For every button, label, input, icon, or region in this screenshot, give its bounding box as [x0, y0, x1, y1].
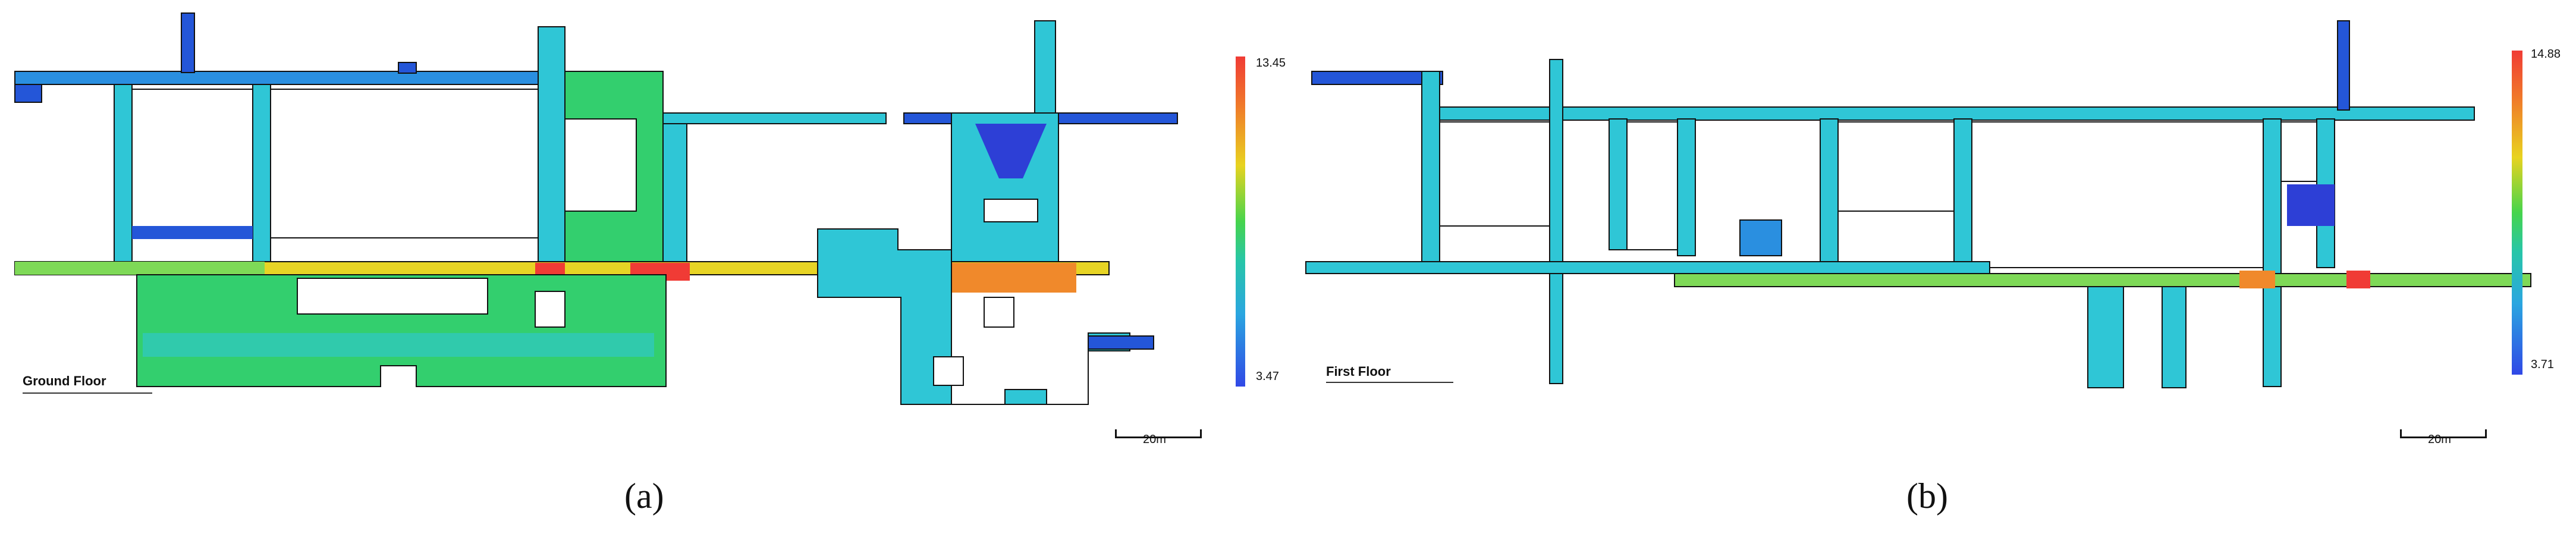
link-2: [1549, 59, 1563, 384]
link-mid: [252, 84, 271, 269]
link-7: [2263, 118, 2282, 387]
lower-leg-1: [2087, 286, 2124, 388]
hall-right-void: [984, 199, 1038, 222]
link-3: [1609, 118, 1628, 250]
tower: [2337, 20, 2350, 111]
blue-zone: [2287, 184, 2335, 226]
lower-void-1: [297, 278, 488, 315]
upper-stub: [1311, 71, 1443, 85]
first-floor-heatmap: [1305, 20, 2531, 388]
room-b3: [1837, 121, 1955, 212]
floor-label-underline: [1326, 382, 1453, 383]
east-stub: [1088, 335, 1154, 350]
legend-max: 13.45: [1256, 56, 1286, 70]
blue-kiosk: [1739, 219, 1782, 256]
main-band-east: [1674, 273, 2531, 287]
hall-right-cone: [975, 124, 1047, 178]
scale-bar: [2400, 429, 2487, 438]
ground-floor-heatmap: [14, 12, 1178, 405]
panel-ground-floor: Ground Floor 13.45 3.47 20m (a): [0, 0, 1288, 516]
room-b2: [1626, 121, 1678, 250]
floor-label: First Floor: [1326, 364, 1391, 379]
link-4: [1677, 118, 1696, 256]
branch-stem: [662, 123, 687, 267]
legend-max: 14.88: [2531, 48, 2561, 61]
void-central: [564, 118, 637, 212]
link-1: [1421, 71, 1440, 268]
link-6: [1953, 118, 1972, 268]
upper-shaft: [181, 12, 195, 73]
room-b1: [1439, 121, 1550, 227]
scale-bar: [1115, 429, 1202, 438]
panel-first-floor: First Floor 14.88 3.71 20m (b): [1288, 0, 2576, 516]
upper-corridor: [1421, 106, 2475, 121]
legend-min: 3.47: [1256, 370, 1279, 383]
room-a2: [270, 89, 539, 238]
legend-min: 3.71: [2531, 358, 2554, 371]
lower-band-cyan: [143, 333, 654, 357]
scale-label: 20m: [2428, 433, 2451, 446]
hotspot-1: [2239, 271, 2275, 288]
panel-caption: (b): [1906, 476, 1948, 516]
legend-bar: [2512, 51, 2522, 375]
tower: [1034, 20, 1056, 117]
east-concourse: [817, 228, 1130, 405]
link-shaft: [538, 26, 566, 271]
room-a1-edge: [132, 226, 253, 239]
link-5: [1820, 118, 1839, 268]
floor-label: Ground Floor: [23, 373, 106, 388]
room-b4: [1971, 121, 2264, 268]
hotspot-1: [535, 263, 565, 275]
lower-concourse: [136, 274, 667, 387]
main-band-west: [1305, 261, 1990, 274]
scale-label: 20m: [1143, 433, 1166, 446]
hotspot-2: [2346, 271, 2370, 288]
main-band-west: [15, 262, 265, 275]
east-void-2: [933, 356, 964, 386]
link-left: [114, 84, 133, 269]
hotspot-3: [945, 263, 1076, 293]
room-b5: [2280, 121, 2317, 182]
lower-void-2: [535, 291, 566, 328]
floor-label-underline: [23, 392, 152, 394]
panel-caption: (a): [624, 476, 664, 516]
lower-leg-2: [2162, 286, 2187, 388]
upper-stub: [398, 62, 417, 74]
east-void: [984, 297, 1014, 328]
corridor-end: [14, 84, 42, 103]
room-a1: [131, 89, 253, 238]
legend-bar: [1236, 56, 1245, 387]
branch-right: [662, 112, 887, 124]
